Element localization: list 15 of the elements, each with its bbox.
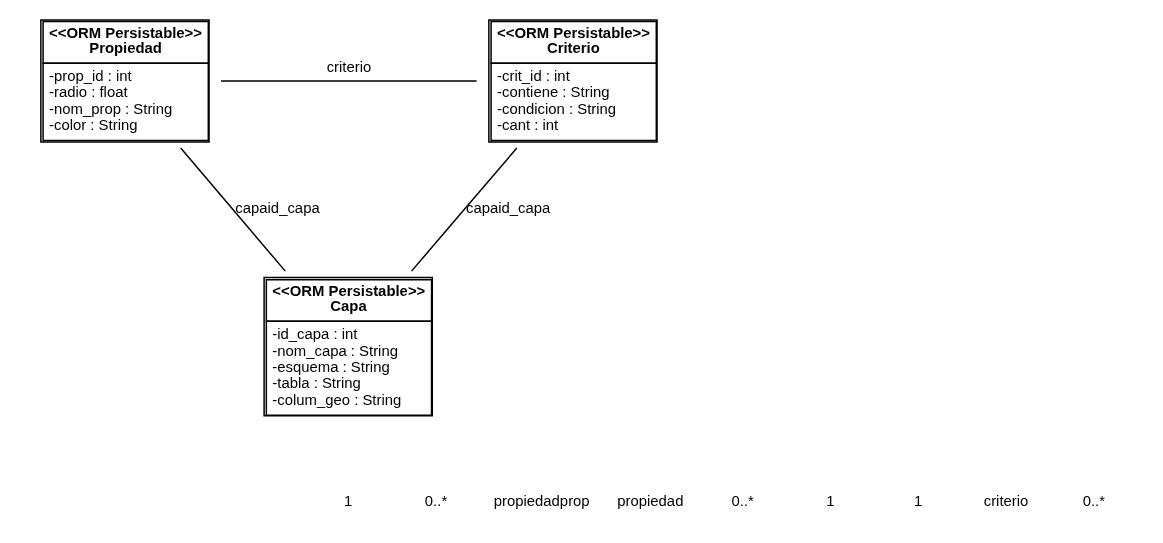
connector <box>220 80 478 82</box>
label: 0..* <box>424 492 448 509</box>
edge-label: criterio <box>326 59 372 76</box>
label: criterio <box>983 492 1029 509</box>
edge-label: capaid_capa <box>466 200 551 217</box>
connector <box>410 147 518 272</box>
label: propiedad <box>617 492 684 509</box>
label: 0..* <box>1082 492 1106 509</box>
edge-label: capaid_capa <box>235 200 320 217</box>
label: 0..* <box>731 492 754 509</box>
label: 1 <box>344 492 353 509</box>
connector <box>179 147 287 272</box>
label: propiedadprop <box>493 492 590 509</box>
label: 1 <box>826 492 835 509</box>
label: 1 <box>914 492 923 509</box>
